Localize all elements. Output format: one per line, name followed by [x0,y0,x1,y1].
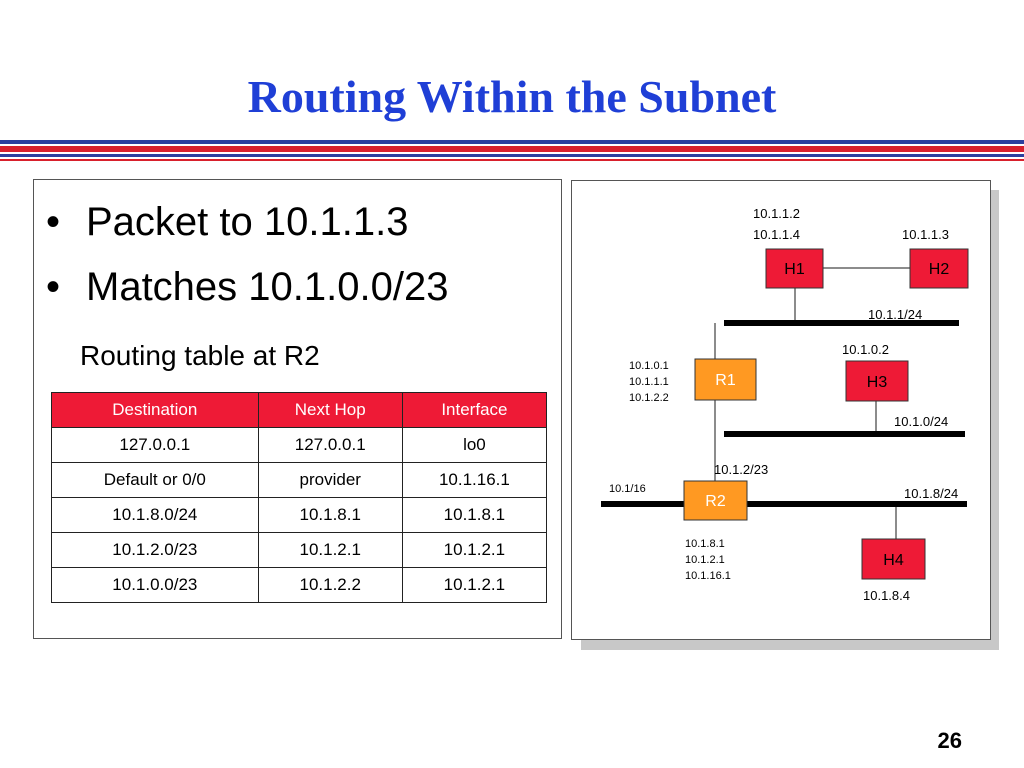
table-cell: 10.1.2.1 [401,532,548,568]
table-cell: 10.1.8.0/24 [51,497,259,533]
host-h2-label: H2 [929,261,950,278]
page-number: 26 [937,728,962,753]
r1-address-label: 10.1.2.2 [629,392,669,404]
h3-address-label: 10.1.0.2 [842,342,889,357]
bullet-item: •Matches 10.1.0.0/23 [46,265,449,309]
slide-title: Routing Within the Subnet [247,71,777,122]
table-cell: 10.1.2.1 [401,567,548,603]
r2-address-label: 10.1.16.1 [685,570,731,582]
h1-address-label: 10.1.1.2 [753,206,800,221]
title-rule [0,159,1024,161]
column-header: Destination [51,392,259,428]
h2-address-label: 10.1.1.3 [902,227,949,242]
table-cell: Default or 0/0 [51,462,259,498]
subnet-label: 10.1.8/24 [904,486,958,501]
host-h1-label: H1 [784,261,805,278]
table-cell: 10.1.2.2 [257,567,403,603]
table-row: 127.0.0.1 127.0.0.1 lo0 [51,427,548,463]
table-cell: 10.1.16.1 [401,462,548,498]
host-h3-box [845,360,909,402]
bullet-text: Packet to 10.1.1.3 [86,200,409,244]
router-r1-box [694,358,757,401]
table-row: 10.1.0.0/23 10.1.2.2 10.1.2.1 [51,567,548,603]
host-h4-label: H4 [883,552,904,569]
r1-address-label: 10.1.0.1 [629,360,669,372]
table-cell: provider [257,462,403,498]
h4-address-label: 10.1.8.4 [863,588,910,603]
column-header: Interface [401,392,548,428]
table-cell: 127.0.0.1 [51,427,259,463]
subnet-label: 10.1.1/24 [868,307,922,322]
host-h2-box [909,248,969,289]
table-cell: 10.1.8.1 [401,497,548,533]
routing-table: Destination Next Hop Interface 127.0.0.1… [51,392,548,603]
router-r1-label: R1 [715,372,736,389]
table-row: 10.1.8.0/24 10.1.8.1 10.1.8.1 [51,497,548,533]
r2-address-label: 10.1.2.1 [685,554,725,566]
title-rule [0,140,1024,144]
table-cell: 10.1.2.0/23 [51,532,259,568]
bullet-text: Matches 10.1.0.0/23 [86,265,449,309]
subnet-label: 10.1/16 [609,483,646,495]
network-diagram: H1 H2 H3 H4 R1 R2 10.1.1.2 10.1.1.4 10.1… [601,206,969,603]
network-diagram-panel: H1 H2 H3 H4 R1 R2 10.1.1.2 10.1.1.4 10.1… [571,180,991,640]
table-cell: lo0 [401,427,548,463]
routing-panel: •Packet to 10.1.1.3 •Matches 10.1.0.0/23… [33,179,562,639]
host-h1-box [765,248,824,289]
title-rule [0,146,1024,152]
table-cell: 10.1.2.1 [257,532,403,568]
r1-address-label: 10.1.1.1 [629,376,669,388]
host-h3-label: H3 [867,374,888,391]
table-row: 10.1.2.0/23 10.1.2.1 10.1.2.1 [51,532,548,568]
table-cell: 127.0.0.1 [257,427,403,463]
router-r2-box [683,480,748,521]
subnet-label: 10.1.2/23 [714,462,768,477]
host-h4-box [861,538,926,580]
router-r2-label: R2 [705,493,726,510]
h1-address-label: 10.1.1.4 [753,227,800,242]
title-rule [0,154,1024,157]
table-caption: Routing table at R2 [80,340,320,371]
column-header: Next Hop [257,392,403,428]
r2-address-label: 10.1.8.1 [685,538,725,550]
subnet-label: 10.1.0/24 [894,414,948,429]
table-row: Default or 0/0 provider 10.1.16.1 [51,462,548,498]
table-cell: 10.1.0.0/23 [51,567,259,603]
table-header-row: Destination Next Hop Interface [51,392,548,428]
bullet-item: •Packet to 10.1.1.3 [46,200,409,244]
table-cell: 10.1.8.1 [257,497,403,533]
